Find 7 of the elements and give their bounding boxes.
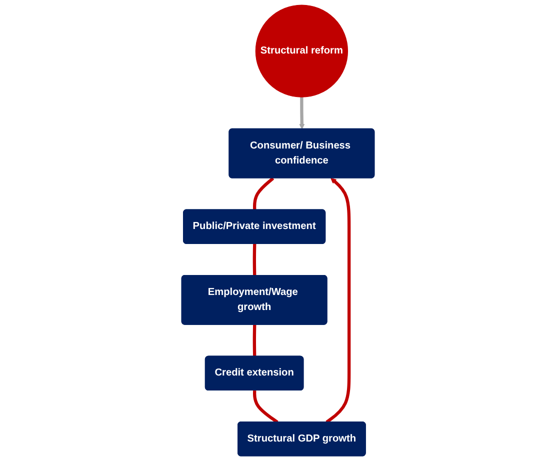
arrow (299, 97, 305, 130)
node-circle: Structural reform (255, 4, 348, 98)
connector (252, 324, 256, 356)
connector (252, 177, 274, 210)
connector (252, 390, 278, 424)
connector (252, 244, 256, 276)
arrow (326, 178, 351, 424)
